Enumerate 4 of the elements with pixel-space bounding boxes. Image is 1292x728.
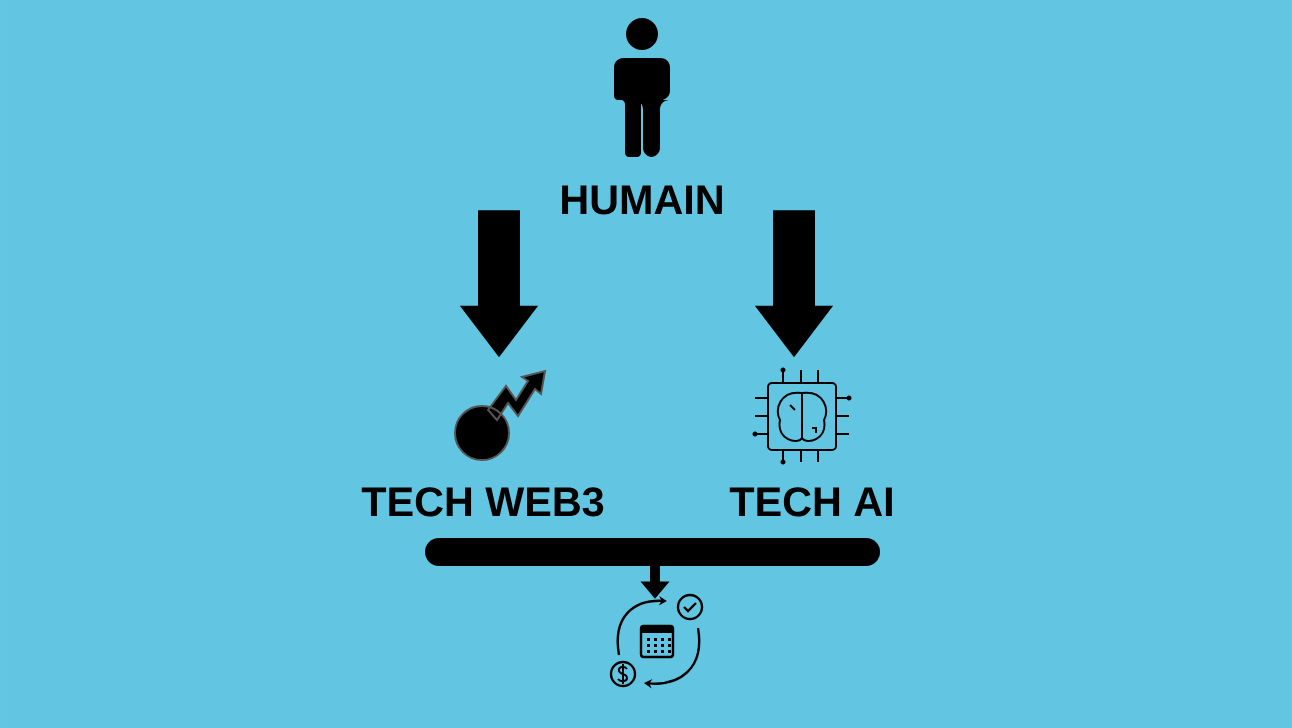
node-label: HUMAIN (562, 185, 722, 215)
node-label: TECH WEB3 (361, 487, 604, 517)
node-label: TECH AI (729, 487, 892, 517)
cycle-calendar-icon (609, 593, 704, 689)
